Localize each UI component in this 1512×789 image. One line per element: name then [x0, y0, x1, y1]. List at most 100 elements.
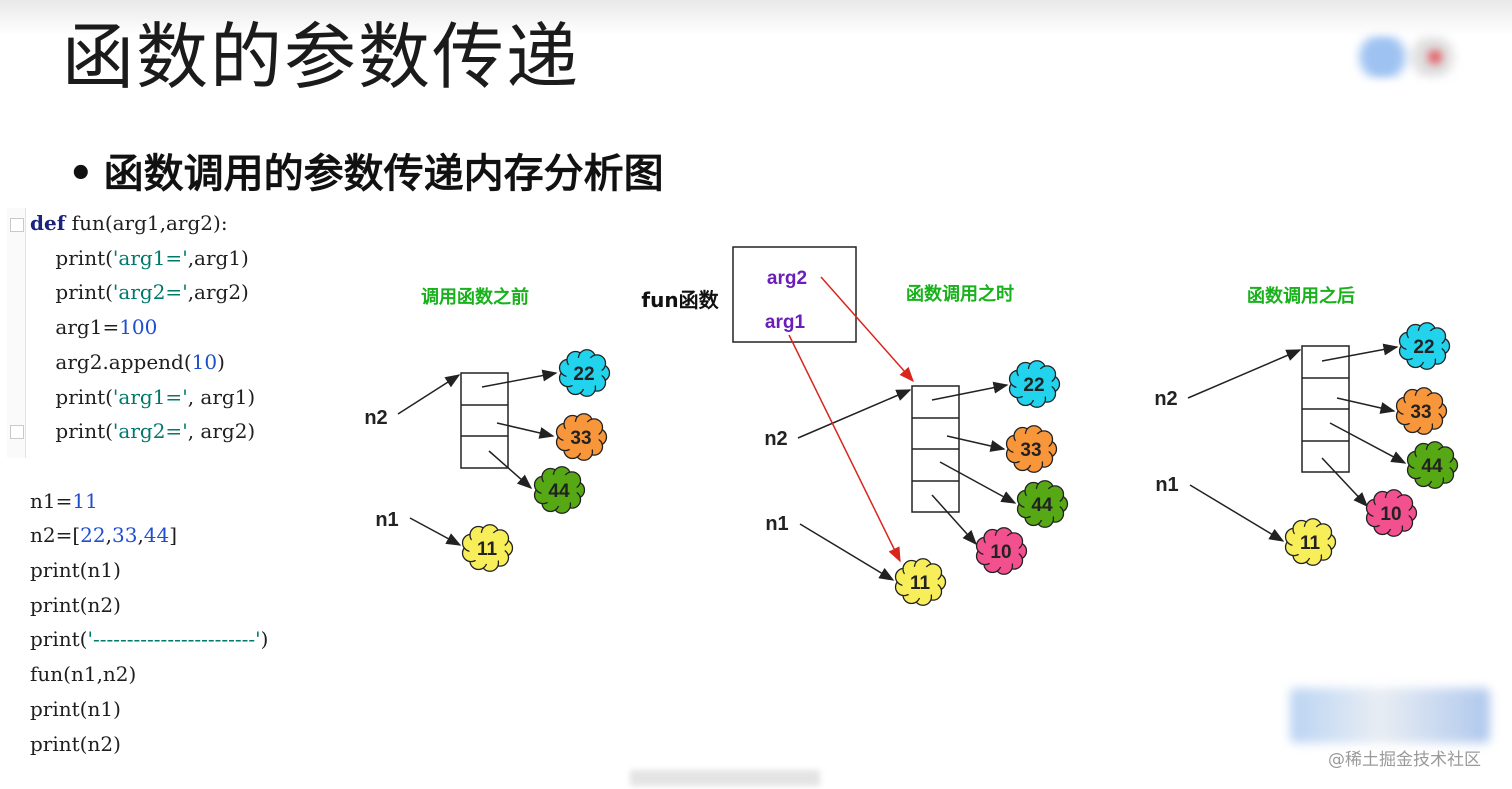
code-line: n2=[22,33,44] — [30, 522, 177, 548]
value-blob-11: 11 — [1284, 518, 1337, 566]
fold-marker-close[interactable] — [10, 425, 24, 439]
value-blob-33: 33 — [1005, 425, 1058, 473]
code-token: print( — [30, 627, 88, 652]
code-token: ) — [260, 627, 269, 652]
code-token: print( — [30, 280, 113, 305]
code-token: print(n1) — [30, 696, 121, 721]
fun-frame-label: fun函数 — [641, 288, 719, 312]
code-line: print('arg2=',arg2) — [30, 279, 249, 305]
list-box — [460, 372, 509, 469]
code-line: print('------------------------') — [30, 626, 268, 652]
code-token: ,arg2) — [187, 280, 249, 305]
var-n2-label: n2 — [1154, 388, 1177, 410]
code-line: arg2.append(10) — [30, 349, 225, 375]
code-token: ) — [217, 349, 225, 374]
code-token: arg1= — [30, 315, 120, 340]
stage-before-label: 调用函数之前 — [421, 286, 529, 308]
value-blob-44: 44 — [1016, 480, 1069, 528]
code-token: , — [105, 523, 112, 548]
code-token: print(n2) — [30, 731, 121, 756]
code-line: print('arg2=', arg2) — [30, 418, 255, 444]
code-token: 'arg2=' — [112, 280, 188, 305]
code-line: fun(n1,n2) — [30, 661, 136, 687]
value-label: 22 — [1023, 375, 1044, 396]
value-blob-10: 10 — [975, 527, 1028, 575]
value-label: 33 — [1020, 440, 1041, 461]
code-token: print( — [30, 245, 113, 270]
value-label: 11 — [910, 573, 931, 594]
editor-gutter — [7, 208, 26, 458]
value-blob-33: 33 — [1395, 387, 1448, 435]
code-line: print(n2) — [30, 592, 121, 618]
code-token: 'arg2=' — [112, 419, 188, 444]
value-label: 10 — [1380, 504, 1401, 525]
stage-before: n2 n1 — [364, 369, 558, 546]
code-line: print('arg1=', arg1) — [30, 384, 255, 410]
code-line: print(n1) — [30, 696, 121, 722]
code-token: n1= — [30, 488, 73, 513]
value-label: 33 — [1410, 402, 1431, 423]
value-blob-44: 44 — [533, 466, 586, 514]
var-n1-label: n1 — [375, 509, 398, 531]
code-line: def fun(arg1,arg2): — [30, 210, 228, 236]
code-token: , arg1) — [187, 384, 256, 409]
code-line: print(n1) — [30, 557, 121, 583]
blurred-watermark-logo — [1290, 688, 1490, 743]
value-blob-33: 33 — [555, 413, 608, 461]
code-token: print( — [30, 419, 113, 444]
code-token: def — [30, 211, 66, 235]
bullet-heading: •函数调用的参数传递内存分析图 — [68, 150, 664, 198]
code-token: print(n1) — [30, 558, 121, 582]
code-token: ,arg1) — [187, 245, 249, 270]
code-token: n2=[ — [30, 523, 81, 548]
value-label: 10 — [990, 542, 1011, 563]
blurred-logo — [1345, 36, 1470, 78]
code-token: 10 — [191, 349, 218, 374]
code-token: 'arg1=' — [112, 245, 188, 270]
code-token: , arg2) — [187, 419, 256, 444]
code-line: n1=11 — [30, 488, 98, 514]
value-label: 44 — [1031, 495, 1053, 516]
var-n2-label: n2 — [764, 428, 787, 450]
code-token: arg2.append( — [30, 349, 192, 374]
param-arg1-label: arg1 — [765, 312, 806, 333]
arg2-reference-arrow — [820, 276, 914, 383]
code-token: 44 — [143, 523, 170, 548]
fun-frame-box — [732, 246, 857, 343]
value-blob-11: 11 — [894, 558, 947, 606]
value-label: 44 — [1421, 456, 1443, 477]
blurred-caption — [630, 770, 820, 786]
code-line: print(n2) — [30, 731, 121, 757]
top-shade — [0, 0, 1512, 36]
value-blob-11: 11 — [461, 524, 514, 572]
var-n2-label: n2 — [364, 407, 387, 429]
value-label: 33 — [570, 428, 591, 449]
arg1-reference-arrow — [788, 334, 901, 563]
bullet-text: 函数调用的参数传递内存分析图 — [103, 151, 664, 197]
code-token: print(n2) — [30, 592, 121, 617]
code-line: print('arg1=',arg1) — [30, 245, 249, 271]
value-blob-10: 10 — [1365, 489, 1418, 537]
stage-during-label: 函数调用之时 — [906, 283, 1014, 305]
bullet-dot: • — [68, 151, 94, 197]
value-label: 22 — [573, 364, 594, 385]
code-line: arg1=100 — [30, 314, 157, 340]
code-token: print( — [30, 384, 113, 409]
var-n1-label: n1 — [765, 513, 788, 535]
watermark-text: @稀土掘金技术社区 — [1328, 750, 1481, 770]
code-token: , — [137, 523, 144, 548]
code-token: fun(arg1,arg2): — [65, 211, 228, 235]
value-label: 11 — [1300, 533, 1321, 554]
code-token: '------------------------' — [87, 627, 261, 652]
value-blob-44: 44 — [1406, 441, 1459, 489]
code-token: ] — [169, 523, 178, 548]
fold-marker-open[interactable] — [10, 218, 24, 232]
param-arg2-label: arg2 — [767, 268, 807, 289]
value-label: 44 — [548, 481, 570, 502]
value-blob-22: 22 — [1008, 360, 1061, 408]
value-blob-22: 22 — [558, 349, 611, 397]
var-n1-label: n1 — [1155, 474, 1178, 496]
code-token: 11 — [72, 488, 98, 513]
